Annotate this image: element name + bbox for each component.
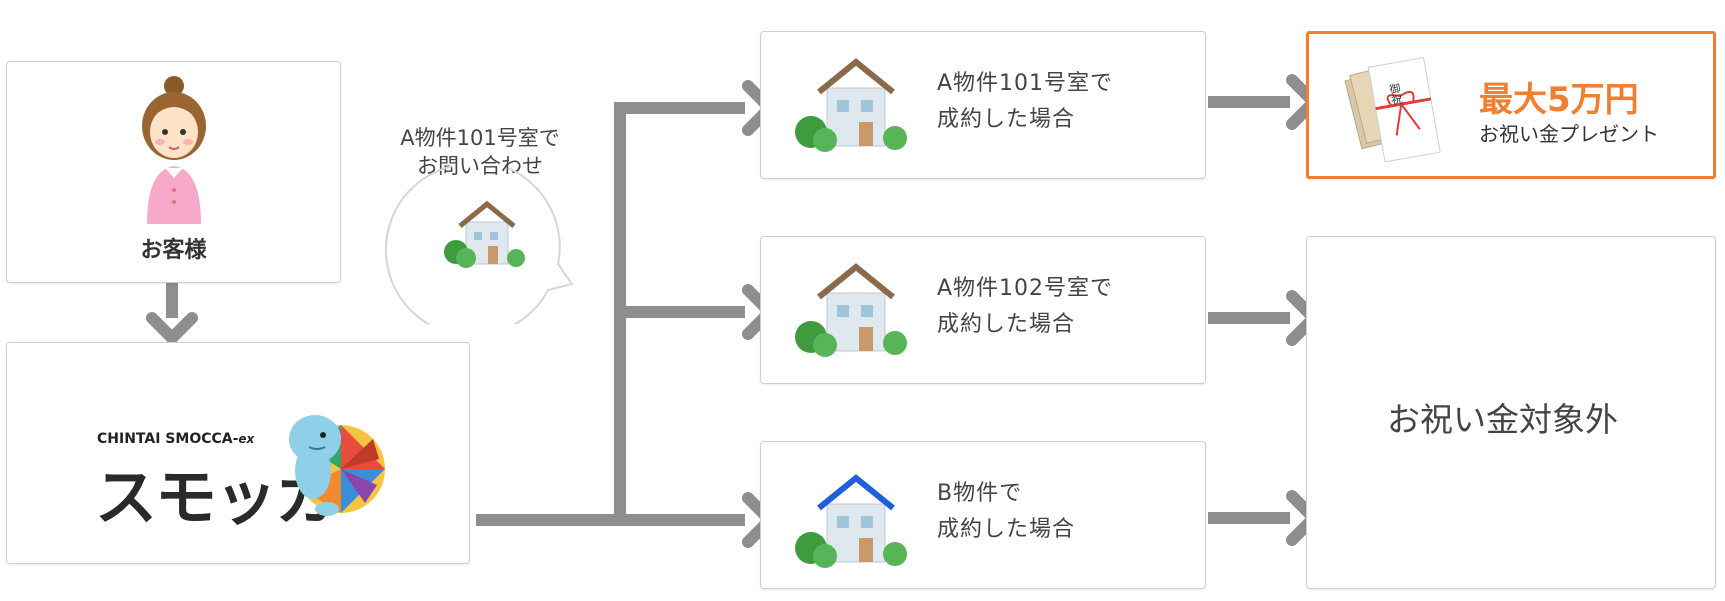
house-blue-roof-icon — [795, 474, 907, 568]
customer-box: お客様 — [6, 61, 341, 283]
outcome-line-2: 成約した場合 — [937, 517, 1076, 542]
customer-label: お客様 — [140, 238, 207, 263]
arrowhead-down — [146, 312, 198, 344]
outcome-label: A物件101号室で 成約した場合 — [937, 66, 1113, 138]
inquiry-line-2: お問い合わせ — [417, 154, 543, 178]
house-icon — [444, 200, 525, 268]
excluded-label: お祝い金対象外 — [1387, 400, 1618, 439]
outcome-label: B物件で 成約した場合 — [937, 476, 1075, 548]
reward-subtitle: お祝い金プレゼント — [1479, 122, 1659, 146]
envelope-text: 御祝 — [1387, 81, 1404, 107]
logo-tagline: CHINTAI SMOCCA-ex — [97, 431, 254, 447]
outcome-box-b: B物件で 成約した場合 — [760, 441, 1206, 589]
outcome-line-1: A物件101号室で — [937, 71, 1114, 96]
outcome-line-1: A物件102号室で — [937, 276, 1114, 301]
reward-title: 最大5万円 — [1479, 80, 1639, 120]
outcome-box-a101: A物件101号室で 成約した場合 — [760, 31, 1206, 179]
outcome-line-2: 成約した場合 — [937, 107, 1076, 132]
inquiry-bubble: A物件101号室で お問い合わせ — [380, 124, 600, 324]
inquiry-line-1: A物件101号室で — [400, 126, 560, 150]
house-icon — [795, 58, 907, 152]
outcome-line-2: 成約した場合 — [937, 312, 1076, 337]
outcome-line-1: B物件で — [937, 481, 1023, 506]
turtle-mascot-icon — [289, 415, 385, 516]
excluded-box: お祝い金対象外 — [1306, 236, 1716, 589]
service-logo-box: CHINTAI SMOCCA-ex スモッカ — [6, 342, 470, 564]
logo-tagline-suffix: ex — [238, 432, 255, 446]
house-icon — [795, 263, 907, 357]
speech-bubble-outline — [384, 165, 574, 324]
outcome-box-a102: A物件102号室で 成約した場合 — [760, 236, 1206, 384]
logo-tagline-text: CHINTAI SMOCCA- — [97, 431, 239, 447]
gift-money-envelope-icon: 御祝 — [1344, 57, 1441, 163]
customer-avatar-icon — [142, 76, 206, 224]
outcome-label: A物件102号室で 成約した場合 — [937, 271, 1113, 343]
inquiry-bubble-text: A物件101号室で お問い合わせ — [380, 124, 580, 180]
reward-box: 御祝 最大5万円 お祝い金プレゼント — [1306, 31, 1716, 179]
